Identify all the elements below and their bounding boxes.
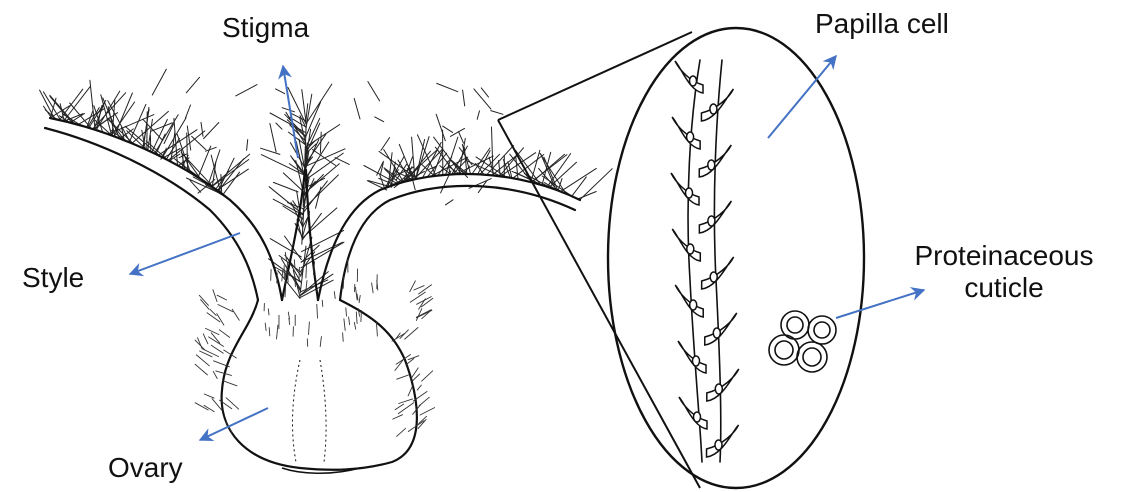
ovary-outline [222,300,417,473]
stigma-feathery-hairs [40,69,613,298]
protein-cuticle-cluster [769,311,836,372]
style-branches [45,118,580,300]
stigma-arrow [283,66,298,158]
magnified-view-ellipse [608,28,864,488]
papilla-cell-arrow [768,56,836,138]
proteinaceous-cuticle-label: Proteinaceous cuticle [896,240,1112,304]
label-arrows [130,56,924,440]
style-label: Style [22,262,84,294]
papilla-cells [671,61,739,457]
zoom-lines [498,32,700,488]
stigma-label: Stigma [222,12,309,44]
proteinaceous-label-line1: Proteinaceous [896,240,1112,272]
proteinaceous-label-line2: cuticle [896,272,1112,304]
style-arrow [130,233,240,274]
ovary-label: Ovary [108,452,183,484]
papilla-cell-label: Papilla cell [815,8,949,40]
